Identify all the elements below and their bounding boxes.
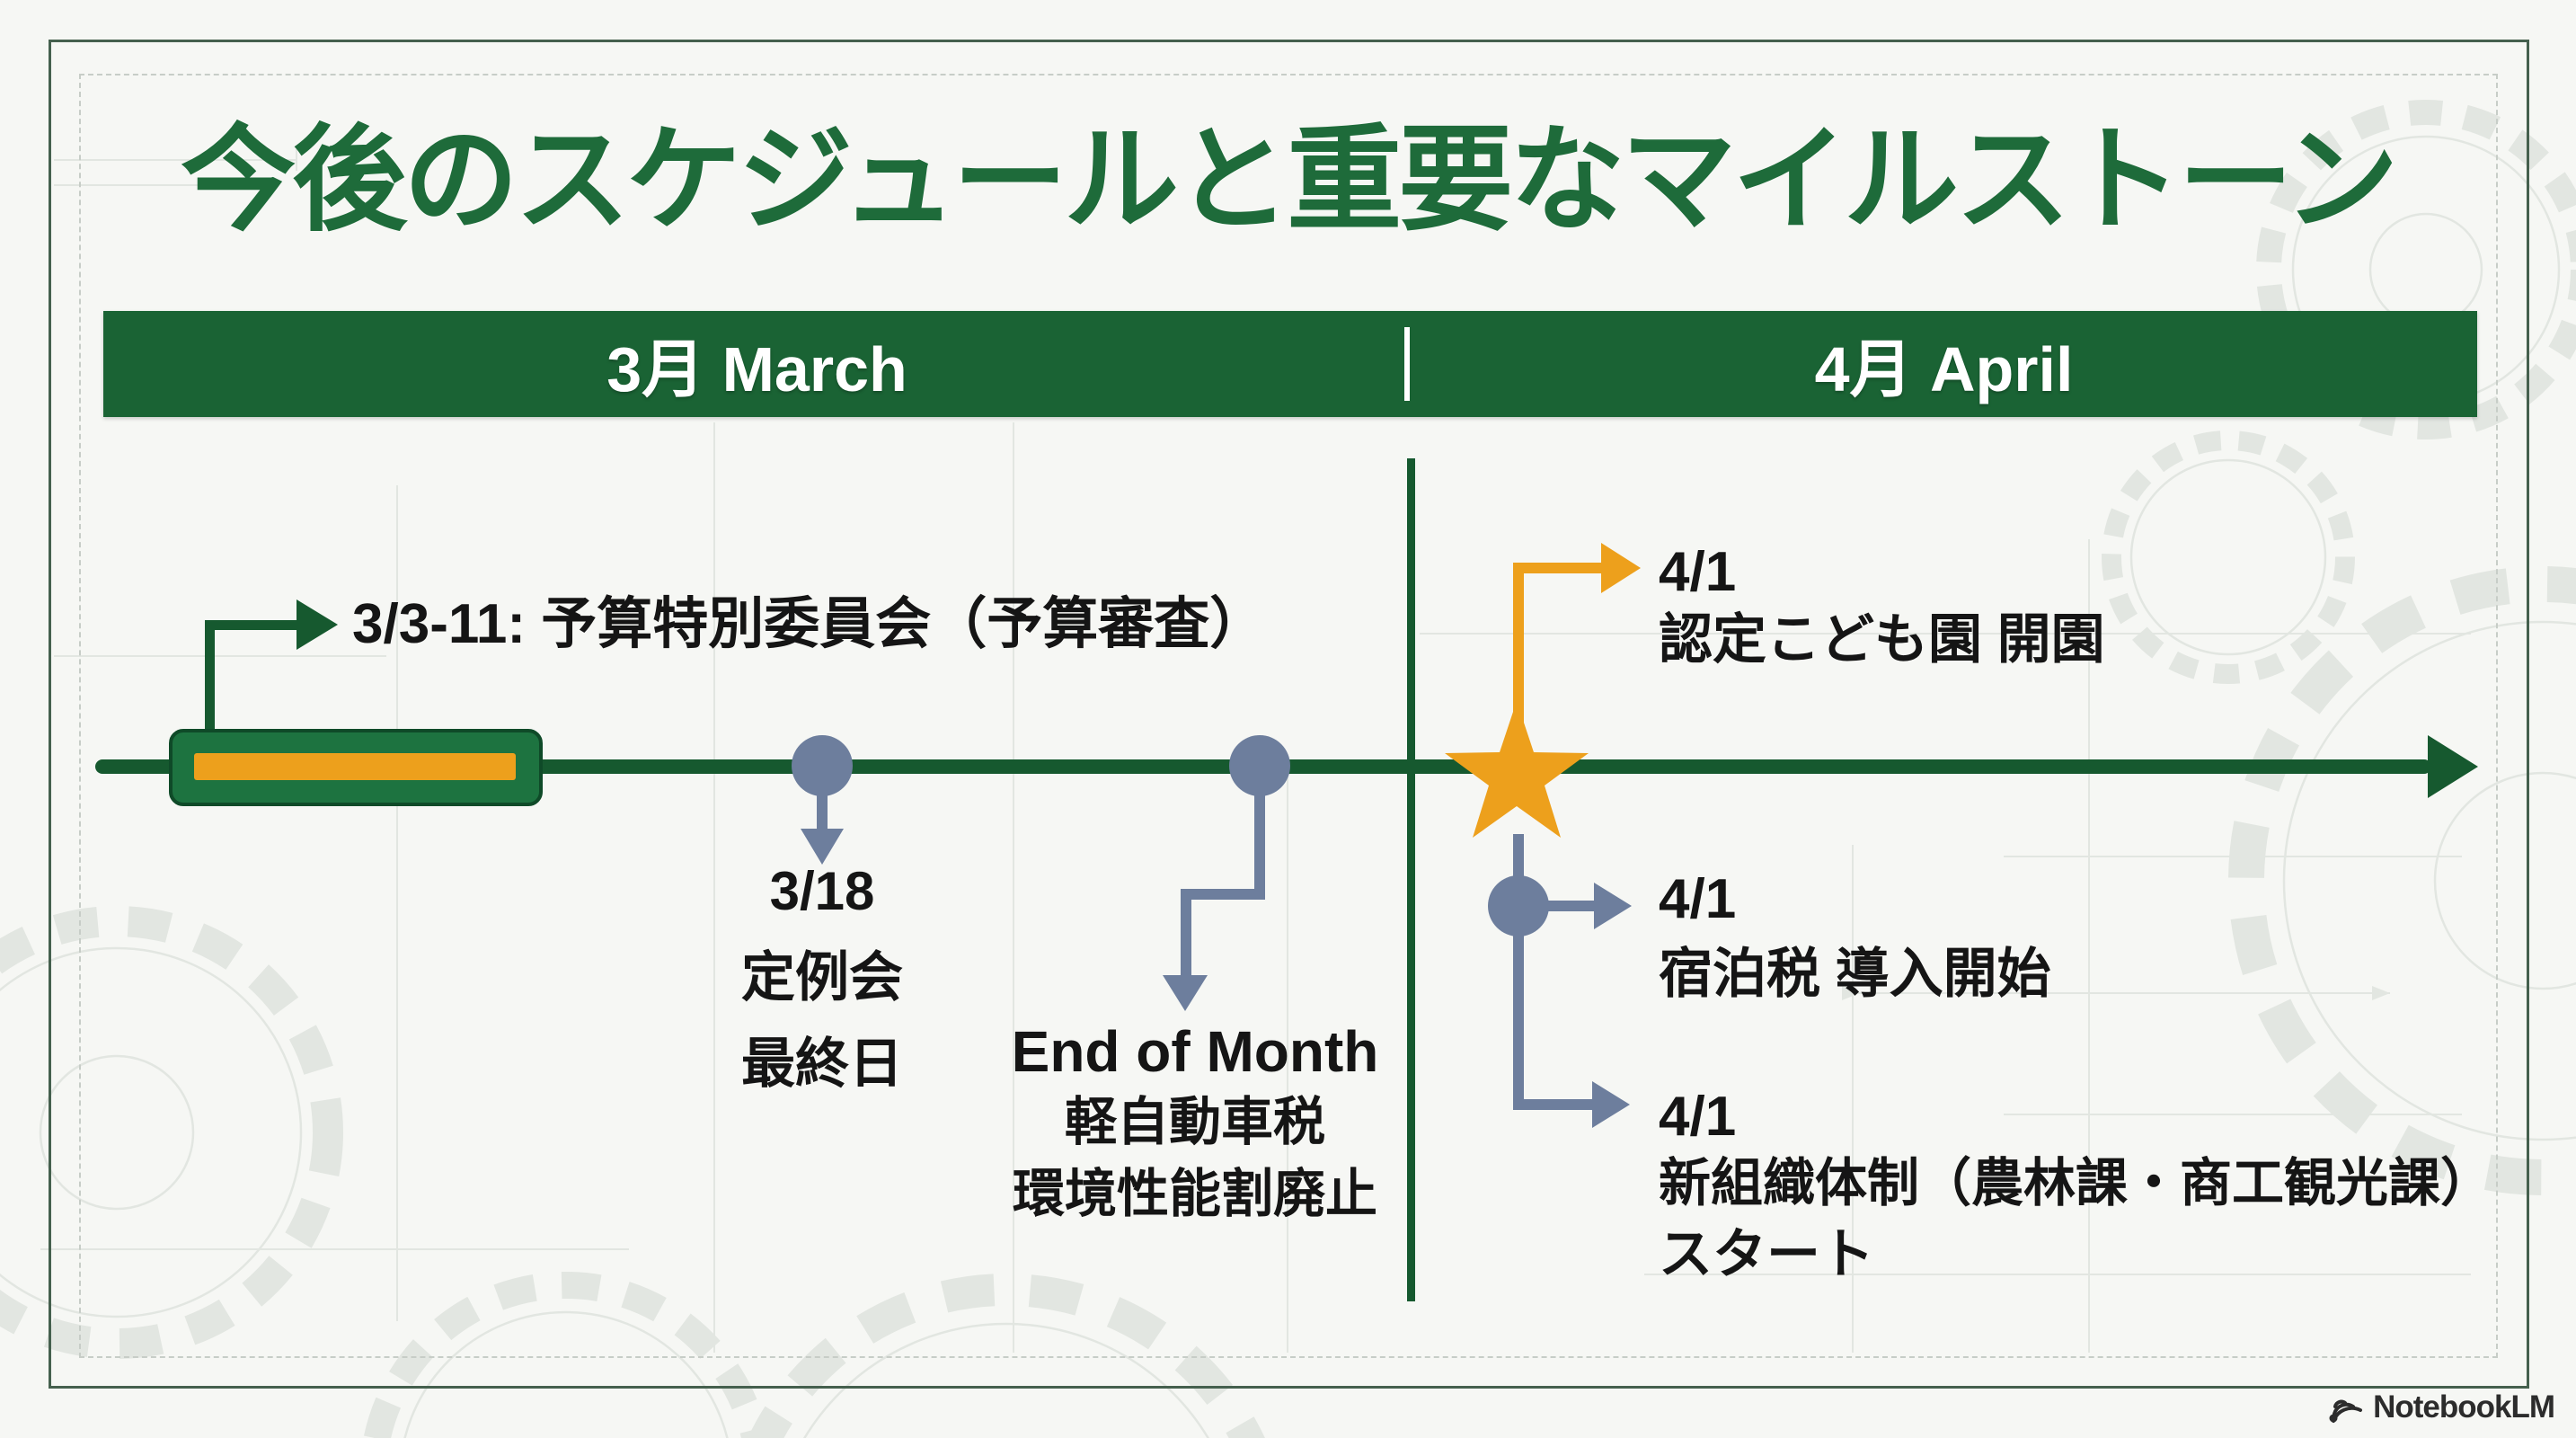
- slide-border: [49, 40, 2529, 1389]
- shin-soshiki-label: 新組織体制（農林課・商工観光課）: [1659, 1154, 2493, 1212]
- shukuhakuzei-arrowhead-icon: [1594, 883, 1632, 929]
- gear-icon: [2228, 566, 2576, 1195]
- gear-icon: [2102, 431, 2355, 684]
- gear-icon: [748, 1274, 1265, 1438]
- end-of-month-marker: [1229, 735, 1290, 796]
- end-of-month-label: End of Month 軽自動車税 環境性能割廃止: [970, 1023, 1420, 1221]
- regular-session-line3: 最終日: [741, 1034, 903, 1094]
- end-of-month-line2: 軽自動車税: [1064, 1093, 1325, 1151]
- notebooklm-wordmark: NotebookLM: [2373, 1389, 2555, 1425]
- shukuhakuzei-date: 4/1: [1659, 868, 1737, 930]
- header-april-label: 4月 April: [1814, 333, 2074, 404]
- header-march-cell: 3月 March: [103, 311, 1411, 417]
- regular-session-stem: [817, 793, 828, 832]
- shin-soshiki-arrowhead-icon: [1592, 1081, 1630, 1128]
- end-of-month-arrowhead-icon: [1163, 975, 1208, 1011]
- regular-session-arrowhead-icon: [801, 829, 844, 865]
- shukuhakuzei-connector-horizontal: [1518, 901, 1598, 911]
- gear-icon: [0, 906, 343, 1359]
- kodomoen-connector-vertical: [1513, 568, 1524, 723]
- budget-committee-label: 3/3-11: 予算特別委員会（予算審査）: [352, 593, 1266, 655]
- end-of-month-line1: End of Month: [1011, 1019, 1379, 1084]
- kodomoen-label: 認定こども園 開園: [1659, 609, 2105, 670]
- regular-session-marker: [792, 735, 853, 796]
- budget-connector-vertical: [205, 626, 215, 729]
- star-milestone-icon: [1445, 701, 1589, 838]
- shin-soshiki-date: 4/1: [1659, 1086, 1737, 1148]
- regular-session-line2: 定例会: [741, 947, 903, 1007]
- end-of-month-line3: 環境性能割廃止: [1012, 1165, 1377, 1223]
- shin-soshiki-stem: [1513, 933, 1524, 1110]
- header-march-label: 3月 March: [606, 333, 907, 404]
- shukuhakuzei-label: 宿泊税 導入開始: [1659, 944, 2051, 1004]
- blueprint-lines: [40, 149, 2471, 1353]
- notebooklm-logo-icon: [2329, 1399, 2363, 1423]
- end-of-month-jog: [1181, 889, 1265, 900]
- kodomoen-connector-arrowhead-icon: [1601, 543, 1641, 593]
- header-april-cell: 4月 April: [1411, 311, 2477, 417]
- page-title: 今後のスケジュールと重要なマイルストーン: [181, 116, 2399, 244]
- budget-committee-bar-highlight: [194, 753, 516, 780]
- watermark: NotebookLM: [2326, 1389, 2555, 1425]
- regular-session-label: 3/18 定例会 最終日: [678, 865, 966, 1091]
- month-header-bar: 3月 March 4月 April: [103, 311, 2477, 417]
- month-divider-line: [1407, 458, 1415, 1301]
- header-divider: [1404, 327, 1410, 401]
- budget-connector-horizontal: [205, 620, 298, 630]
- budget-committee-bar: [169, 729, 543, 806]
- end-of-month-stem-upper: [1254, 793, 1265, 900]
- slide-inner-dashed-border: [79, 74, 2498, 1358]
- shin-soshiki-connector-horizontal: [1513, 1099, 1596, 1110]
- timeline-arrowhead-icon: [2428, 735, 2478, 798]
- shin-soshiki-label2: スタート: [1659, 1224, 1874, 1284]
- gear-icon: [363, 1272, 769, 1438]
- end-of-month-stem-lower: [1181, 889, 1191, 979]
- regular-session-date: 3/18: [769, 861, 875, 921]
- budget-connector-arrowhead-icon: [297, 599, 338, 650]
- kodomoen-date: 4/1: [1659, 541, 1737, 603]
- kodomoen-connector-horizontal: [1513, 563, 1603, 573]
